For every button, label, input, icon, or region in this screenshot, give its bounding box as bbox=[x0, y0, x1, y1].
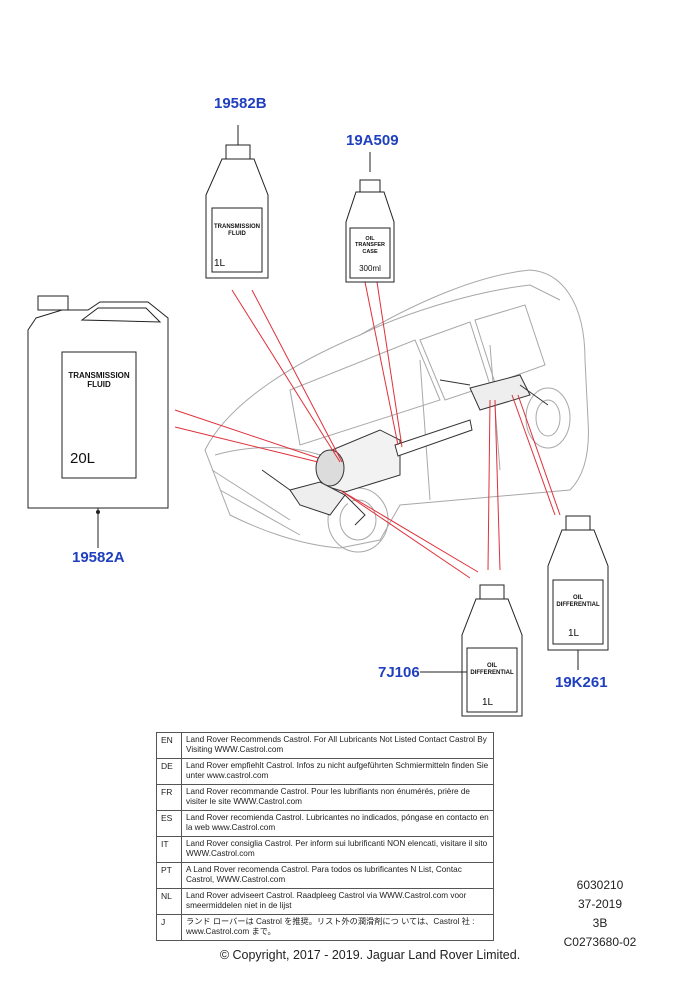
language-code: NL bbox=[156, 888, 182, 915]
language-code: DE bbox=[156, 758, 182, 785]
bottle-volume-7J106: 1L bbox=[482, 697, 494, 708]
bottle-name-19K261: OIL DIFFERENTIAL bbox=[556, 595, 600, 608]
language-text: Land Rover recomienda Castrol. Lubricant… bbox=[181, 810, 494, 837]
bottle-19582B bbox=[205, 125, 269, 279]
part-number-19582A: 19582A bbox=[72, 549, 125, 566]
part-number-7J106: 7J106 bbox=[378, 664, 420, 681]
language-code: J bbox=[156, 914, 182, 941]
reference-code: 37-2019 bbox=[577, 897, 623, 911]
lubricant-recommendation-table: EN Land Rover Recommends Castrol. For Al… bbox=[156, 732, 494, 941]
language-text: Land Rover consiglia Castrol. Per inform… bbox=[181, 836, 494, 863]
language-text: ランド ローバーは Castrol を推奨。リスト外の潤滑剤につ いては、Cas… bbox=[181, 914, 494, 941]
table-row: J ランド ローバーは Castrol を推奨。リスト外の潤滑剤につ いては、C… bbox=[156, 914, 494, 941]
bottle-19A509 bbox=[345, 152, 395, 283]
language-text: Land Rover empfiehlt Castrol. Infos zu n… bbox=[181, 758, 494, 785]
table-row: PT A Land Rover recomenda Castrol. Para … bbox=[156, 862, 494, 889]
table-row: DE Land Rover empfiehlt Castrol. Infos z… bbox=[156, 758, 494, 785]
reference-code: 3B bbox=[592, 916, 608, 930]
table-row: FR Land Rover recommande Castrol. Pour l… bbox=[156, 784, 494, 811]
table-row: NL Land Rover adviseert Castrol. Raadple… bbox=[156, 888, 494, 915]
jerrycan-19582A bbox=[27, 295, 169, 548]
table-row: ES Land Rover recomienda Castrol. Lubric… bbox=[156, 810, 494, 837]
bottle-name-7J106: OIL DIFFERENTIAL bbox=[470, 663, 514, 676]
reference-code: C0273680-02 bbox=[563, 935, 637, 949]
language-code: PT bbox=[156, 862, 182, 889]
language-code: FR bbox=[156, 784, 182, 811]
language-text: Land Rover adviseert Castrol. Raadpleeg … bbox=[181, 888, 494, 915]
leader-lines bbox=[174, 281, 561, 579]
reference-code: 6030210 bbox=[576, 878, 624, 892]
vehicle-outline bbox=[204, 269, 589, 553]
language-code: ES bbox=[156, 810, 182, 837]
table-row: EN Land Rover Recommends Castrol. For Al… bbox=[156, 732, 494, 759]
bottle-19K261 bbox=[547, 515, 609, 670]
table-row: IT Land Rover consiglia Castrol. Per inf… bbox=[156, 836, 494, 863]
language-code: EN bbox=[156, 732, 182, 759]
bottle-7J106 bbox=[420, 584, 523, 717]
part-number-19K261: 19K261 bbox=[555, 674, 608, 691]
jerrycan-name-19582A: TRANSMISSION FLUID bbox=[68, 371, 130, 390]
language-code: IT bbox=[156, 836, 182, 863]
bottle-name-19582B: TRANSMISSION FLUID bbox=[213, 224, 260, 237]
copyright-notice: © Copyright, 2017 - 2019. Jaguar Land Ro… bbox=[219, 948, 521, 962]
language-text: Land Rover recommande Castrol. Pour les … bbox=[181, 784, 494, 811]
part-number-19582B: 19582B bbox=[214, 95, 267, 112]
reference-codes: 6030210 37-2019 3B C0273680-02 bbox=[560, 876, 640, 952]
drivetrain bbox=[261, 374, 549, 526]
bottle-volume-19K261: 1L bbox=[568, 628, 580, 639]
language-text: Land Rover Recommends Castrol. For All L… bbox=[181, 732, 494, 759]
bottle-name-19A509: OIL TRANSFER CASE bbox=[355, 236, 385, 255]
jerrycan-volume-19582A: 20L bbox=[70, 450, 96, 467]
bottle-volume-19582B: 1L bbox=[214, 258, 226, 269]
part-number-19A509: 19A509 bbox=[346, 132, 399, 149]
language-text: A Land Rover recomenda Castrol. Para tod… bbox=[181, 862, 494, 889]
bottle-volume-19A509: 300ml bbox=[359, 264, 381, 273]
